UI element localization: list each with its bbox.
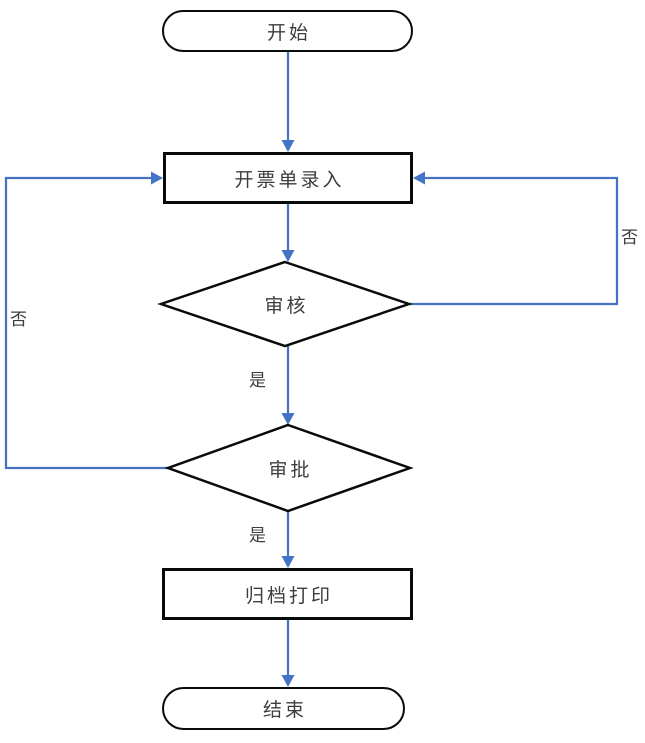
node-approve-label: 审批 (268, 459, 313, 481)
arrow-right-icon (151, 171, 163, 185)
arrow-left-icon (413, 171, 425, 185)
edge-label-review-no: 否 (621, 228, 638, 247)
connector-review-no-loop (409, 176, 619, 306)
node-end-label: 结束 (262, 700, 307, 721)
arrow-down-icon (281, 413, 295, 425)
edge-label-approve-yes: 是 (249, 526, 266, 545)
connector-approve-no-loop (4, 176, 168, 470)
node-approve: 审批 (214, 454, 364, 482)
arrow-down-icon (281, 140, 295, 152)
node-invoice-entry: 开票单录入 (163, 152, 413, 204)
node-archive-print-label: 归档打印 (244, 585, 333, 607)
diamond-review-shape (157, 260, 413, 348)
diamond-approve-shape (164, 423, 414, 513)
arrow-down-icon (281, 556, 295, 568)
node-review-label: 审核 (264, 295, 309, 317)
node-archive-print: 归档打印 (162, 568, 413, 620)
edge-label-approve-no: 否 (10, 310, 27, 329)
edge-label-review-yes: 是 (249, 371, 266, 390)
arrow-down-icon (281, 675, 295, 687)
node-end: 结束 (162, 687, 405, 730)
arrow-down-icon (281, 250, 295, 262)
node-start: 开始 (162, 10, 413, 52)
node-start-label: 开始 (266, 22, 311, 44)
node-review: 审核 (210, 290, 360, 318)
node-invoice-entry-label: 开票单录入 (234, 169, 345, 191)
